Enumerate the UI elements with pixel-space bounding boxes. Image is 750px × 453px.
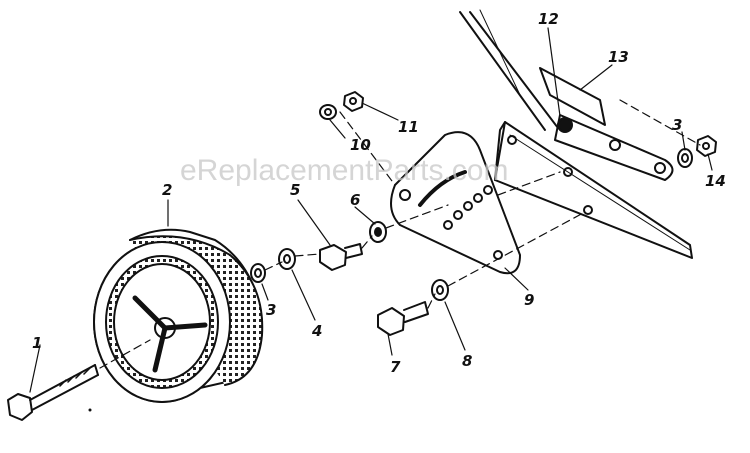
washer-10 — [319, 104, 337, 120]
shoulder-bolt — [7, 364, 99, 421]
callout-5: 5 — [290, 181, 300, 199]
leader-lines — [29, 27, 713, 393]
handle-frame — [459, 9, 559, 131]
bolt-7 — [377, 301, 429, 336]
speck — [88, 408, 92, 412]
callout-8: 8 — [462, 352, 472, 370]
nut-14 — [696, 135, 717, 157]
callout-2: 2 — [162, 181, 172, 199]
callout-6: 6 — [350, 191, 360, 209]
callout-7: 7 — [390, 358, 401, 376]
callout-11: 11 — [398, 118, 419, 136]
assembly-lines — [99, 99, 701, 369]
callout-9: 9 — [524, 291, 534, 309]
bolt-5 — [319, 243, 363, 271]
washer-4 — [278, 248, 296, 270]
callout-10: 10 — [350, 136, 371, 154]
callout-4: 4 — [311, 322, 322, 340]
callout-14: 14 — [705, 172, 726, 190]
callout-1: 1 — [32, 334, 42, 352]
spacer-6 — [369, 221, 387, 243]
callout-13: 13 — [608, 48, 629, 66]
callout-3-left: 3 — [266, 301, 276, 319]
washer-8 — [431, 279, 449, 301]
callout-3-right: 3 — [672, 116, 682, 134]
wheel — [93, 228, 264, 403]
callout-12: 12 — [538, 10, 559, 28]
nut-11 — [343, 91, 364, 112]
washer-3-left — [250, 263, 266, 283]
height-adjuster-plate — [390, 131, 521, 275]
washer-3-right — [677, 148, 693, 168]
bracket-plate — [539, 67, 674, 181]
watermark: eReplacementParts.com — [180, 154, 508, 187]
wheel-bracket — [494, 121, 693, 259]
